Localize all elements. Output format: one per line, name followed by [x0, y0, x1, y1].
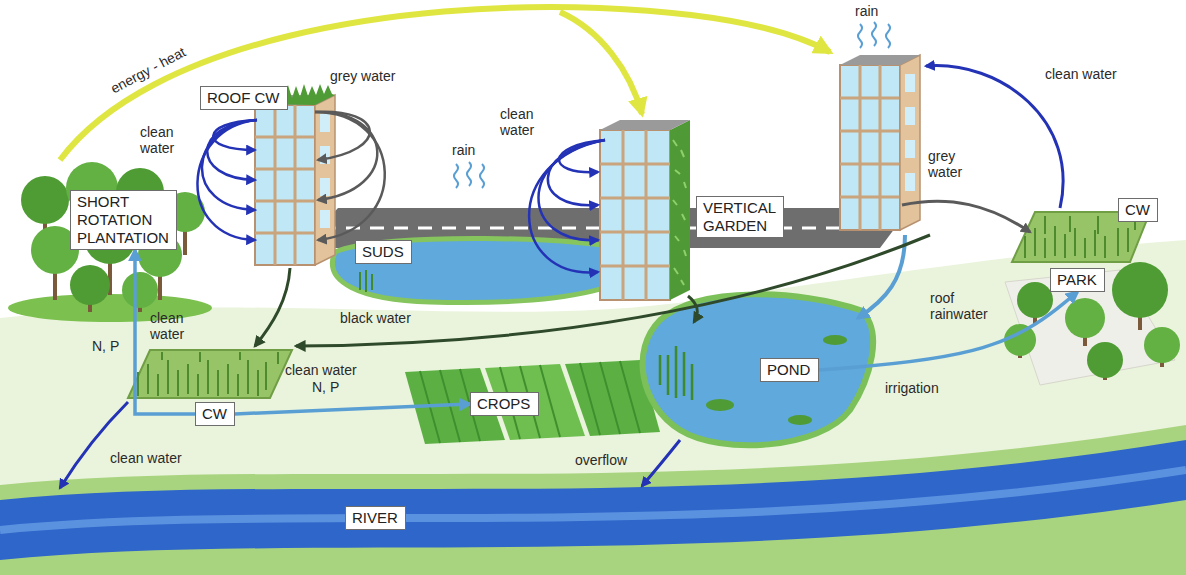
flow-label: irrigation: [885, 380, 939, 396]
flow-label: clean water: [150, 310, 184, 342]
label-box: POND: [760, 358, 819, 382]
label-box: PARK: [1050, 268, 1105, 292]
flow-label: clean water: [110, 450, 182, 466]
tree-crown: [1017, 282, 1053, 318]
box-text: POND: [767, 361, 812, 379]
pond-reeds: [660, 346, 692, 400]
river-highlight: [0, 470, 1186, 530]
roof: [600, 120, 690, 130]
window-frames: [840, 65, 900, 230]
water-arrow: [529, 140, 605, 272]
water-arrow: [538, 140, 605, 240]
window-frames: [600, 130, 670, 300]
label-box: CW: [195, 402, 235, 426]
box-text: CROPS: [477, 395, 532, 413]
box-text: SUDS: [362, 243, 405, 261]
tree-crown: [1144, 327, 1180, 363]
label-box: SUDS: [355, 240, 412, 264]
wetland-reeds: [138, 352, 278, 396]
water-arrow: [902, 201, 1030, 232]
rain-drops: [858, 22, 890, 48]
box-text: VERTICAL GARDEN: [703, 199, 776, 235]
flow-label: N, P: [92, 338, 119, 354]
tree-crown: [1004, 324, 1036, 356]
rain-drops: [454, 162, 484, 188]
flow-label: grey water: [928, 148, 962, 180]
river: [0, 440, 1186, 560]
park-trees: [1004, 262, 1180, 378]
lily-pad: [823, 335, 847, 345]
water-arrow: [315, 112, 377, 200]
box-text: RIVER: [352, 509, 399, 527]
wetland-bed: [128, 350, 292, 398]
flow-label: clean water: [285, 362, 357, 378]
tree-crown: [122, 272, 158, 308]
building-front: [840, 65, 900, 230]
flow-label: roof rainwater: [930, 290, 988, 322]
water-arrow: [60, 402, 128, 488]
flow-label: clean water: [500, 106, 534, 138]
water-arrow: [197, 120, 257, 240]
building-front: [600, 130, 670, 300]
vertical-garden: [670, 120, 690, 300]
overflow-arrow: [642, 440, 680, 486]
tree-crown: [1065, 298, 1105, 338]
clean-water-arrows: [529, 140, 605, 272]
grey-water-arrows: [315, 112, 385, 240]
suds-pond: [332, 238, 641, 302]
box-text: CW: [1125, 201, 1151, 219]
water-arrow: [315, 112, 385, 240]
tree-crown: [21, 176, 69, 224]
flow-label: rain: [855, 3, 878, 19]
clean-water-arrows: [197, 120, 257, 240]
tree-crown: [1087, 342, 1123, 378]
flow-label: rain: [452, 142, 475, 158]
black-water-arrow: [688, 296, 697, 322]
label-box: CROPS: [470, 392, 539, 416]
side-windows: [905, 74, 915, 191]
flow-label: N, P: [312, 379, 339, 395]
water-arrow: [926, 66, 1063, 208]
flow-label: overflow: [575, 452, 627, 468]
side-windows: [320, 114, 330, 228]
flow-label: clean water: [140, 124, 174, 156]
lily-pad: [788, 415, 812, 425]
box-text: PARK: [1057, 271, 1098, 289]
garden-foliage: [673, 140, 686, 285]
roof: [840, 55, 920, 65]
black-water-arrow: [296, 235, 930, 346]
box-text: CW: [202, 405, 228, 423]
box-text: ROOF CW: [207, 89, 281, 107]
tree-crown: [1112, 262, 1168, 318]
water-arrow: [207, 120, 257, 180]
water-arrow: [315, 112, 370, 160]
flow-arrow: [235, 404, 470, 414]
flow-arrow: [135, 250, 195, 414]
building-front: [255, 105, 315, 265]
box-text: SHORT ROTATION PLANTATION: [77, 193, 169, 247]
connectors: [135, 250, 1078, 414]
water-arrow: [202, 120, 257, 210]
label-box: CW: [1118, 198, 1158, 222]
energy-arrow: [560, 12, 642, 114]
black-water-arrow: [255, 268, 290, 346]
wetland-reeds: [1025, 216, 1135, 258]
window-frames: [255, 105, 315, 265]
tree-crown: [70, 265, 110, 305]
energy-arrow: [60, 7, 830, 160]
flow-label: black water: [340, 310, 411, 326]
lily-pad: [706, 399, 734, 411]
crop-rows: [420, 361, 640, 443]
label-box: ROOF CW: [200, 86, 288, 110]
label-box: SHORT ROTATION PLANTATION: [70, 190, 177, 250]
label-box: RIVER: [345, 506, 406, 530]
label-box: VERTICAL GARDEN: [696, 196, 784, 238]
plantation-trees: [21, 162, 205, 308]
river-bank: [0, 425, 1186, 575]
flow-label: clean water: [1045, 66, 1117, 82]
flow-label: grey water: [330, 68, 395, 84]
